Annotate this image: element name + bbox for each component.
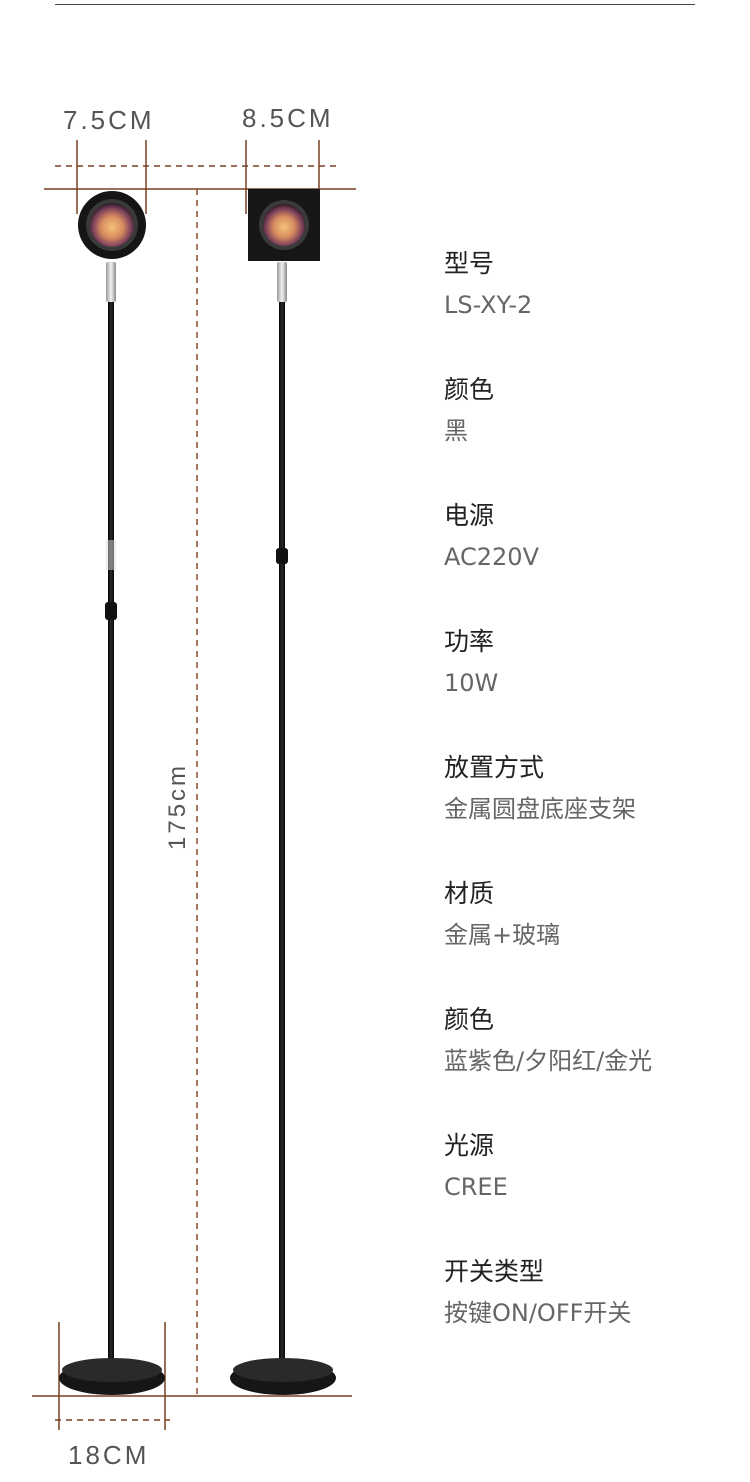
spec-placement: 放置方式 金属圆盘底座支架 (444, 752, 744, 825)
spec-value: AC220V (444, 543, 539, 571)
top-divider (55, 4, 695, 5)
spec-model: 型号 LS-XY-2 (444, 248, 744, 321)
spec-value: 10W (444, 669, 499, 697)
spec-wattage: 功率 10W (444, 626, 744, 699)
spec-light-source: 光源 CREE (444, 1130, 744, 1203)
spec-power-source: 电源 AC220V (444, 500, 744, 573)
lamp-square-head (230, 189, 336, 1395)
spec-color: 颜色 黑 (444, 374, 744, 447)
lamp-round-head (59, 191, 165, 1395)
spec-label: 光源 (444, 1131, 495, 1160)
spec-label: 颜色 (444, 375, 495, 404)
head-square-width-label: 8.5CM (242, 103, 334, 133)
head-round-width-label: 7.5CM (63, 105, 155, 135)
spec-material: 材质 金属+玻璃 (444, 878, 744, 951)
spec-light-color: 颜色 蓝紫色/夕阳红/金光 (444, 1004, 744, 1077)
spec-value: LS-XY-2 (444, 291, 533, 319)
spec-value: 黑 (444, 417, 468, 445)
bottom-dimension-lines (32, 1322, 352, 1430)
spec-value: 蓝紫色/夕阳红/金光 (444, 1047, 653, 1075)
spec-label: 颜色 (444, 1005, 495, 1034)
spec-value: 金属圆盘底座支架 (444, 795, 636, 823)
height-label: 175cm (164, 762, 191, 850)
spec-value: 按键ON/OFF开关 (444, 1299, 632, 1327)
spec-value: CREE (444, 1173, 508, 1201)
spec-label: 功率 (444, 627, 495, 656)
spec-label: 放置方式 (444, 753, 545, 782)
spec-value: 金属+玻璃 (444, 921, 561, 949)
spec-label: 材质 (444, 879, 495, 908)
spec-label: 型号 (444, 249, 495, 278)
base-width-label: 18CM (68, 1440, 150, 1470)
spec-switch-type: 开关类型 按键ON/OFF开关 (444, 1256, 744, 1329)
spec-label: 电源 (444, 501, 495, 530)
spec-label: 开关类型 (444, 1257, 545, 1286)
